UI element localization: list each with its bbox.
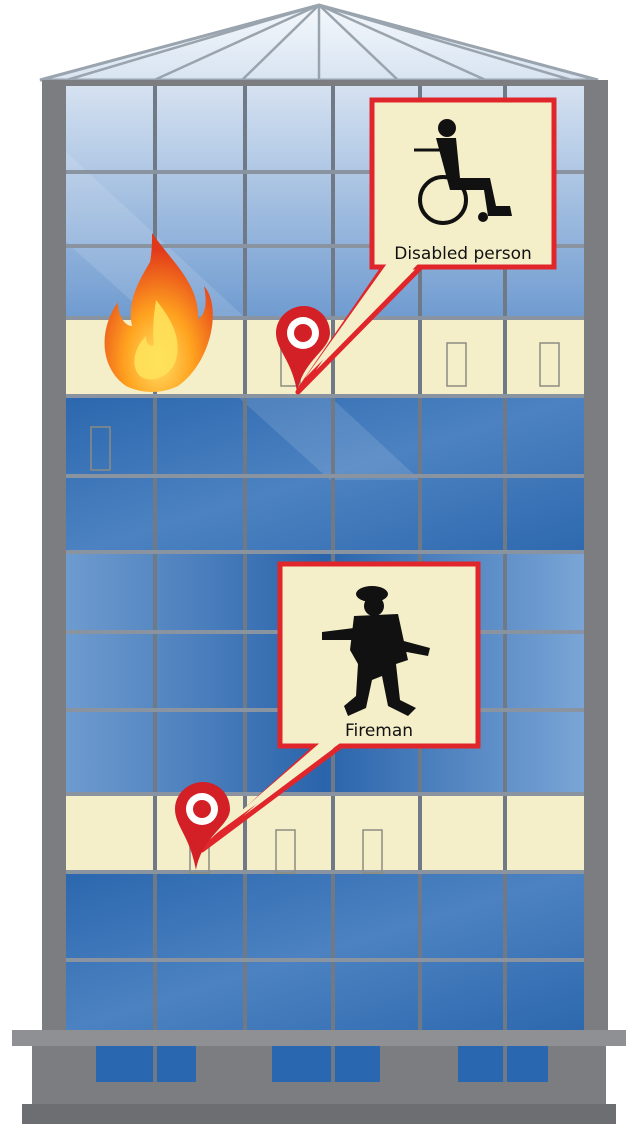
callout-label-disabled: Disabled person bbox=[394, 244, 532, 264]
callout-label-fireman: Fireman bbox=[345, 721, 413, 741]
glass-roof bbox=[40, 5, 598, 82]
building-base bbox=[12, 1030, 626, 1124]
